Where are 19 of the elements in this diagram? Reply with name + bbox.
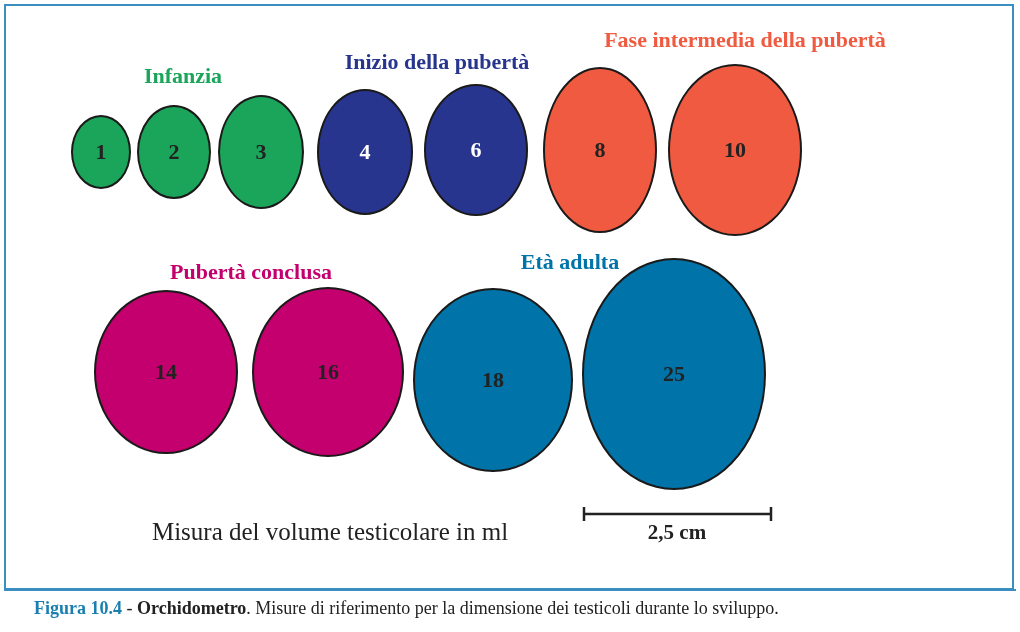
volume-number: 16 bbox=[317, 359, 339, 385]
stage-heading: Infanzia bbox=[143, 63, 223, 89]
volume-number: 3 bbox=[255, 139, 267, 165]
volume-number: 14 bbox=[155, 359, 177, 385]
volume-number: 1 bbox=[95, 139, 107, 165]
axis-note: Misura del volume testicolare in ml bbox=[151, 518, 509, 546]
volume-number: 18 bbox=[482, 367, 504, 393]
stage-heading: Età adulta bbox=[520, 249, 620, 275]
volume-number: 25 bbox=[663, 361, 685, 387]
stage-heading: Fase intermedia della pubertà bbox=[604, 27, 886, 53]
volume-number: 2 bbox=[168, 139, 180, 165]
figure-caption: Figura 10.4 - Orchidometro. Misure di riferimento per la dimensione dei testicoli durante lo sviluppo. bbox=[34, 598, 779, 619]
volume-number: 4 bbox=[359, 139, 371, 165]
scale-label: 2,5 cm bbox=[647, 519, 707, 545]
volume-number: 8 bbox=[594, 137, 606, 163]
stage-heading: Pubertà conclusa bbox=[170, 259, 332, 285]
stage-heading: Inizio della pubertà bbox=[344, 49, 530, 75]
volume-number: 10 bbox=[724, 137, 746, 163]
volume-number: 6 bbox=[470, 137, 482, 163]
